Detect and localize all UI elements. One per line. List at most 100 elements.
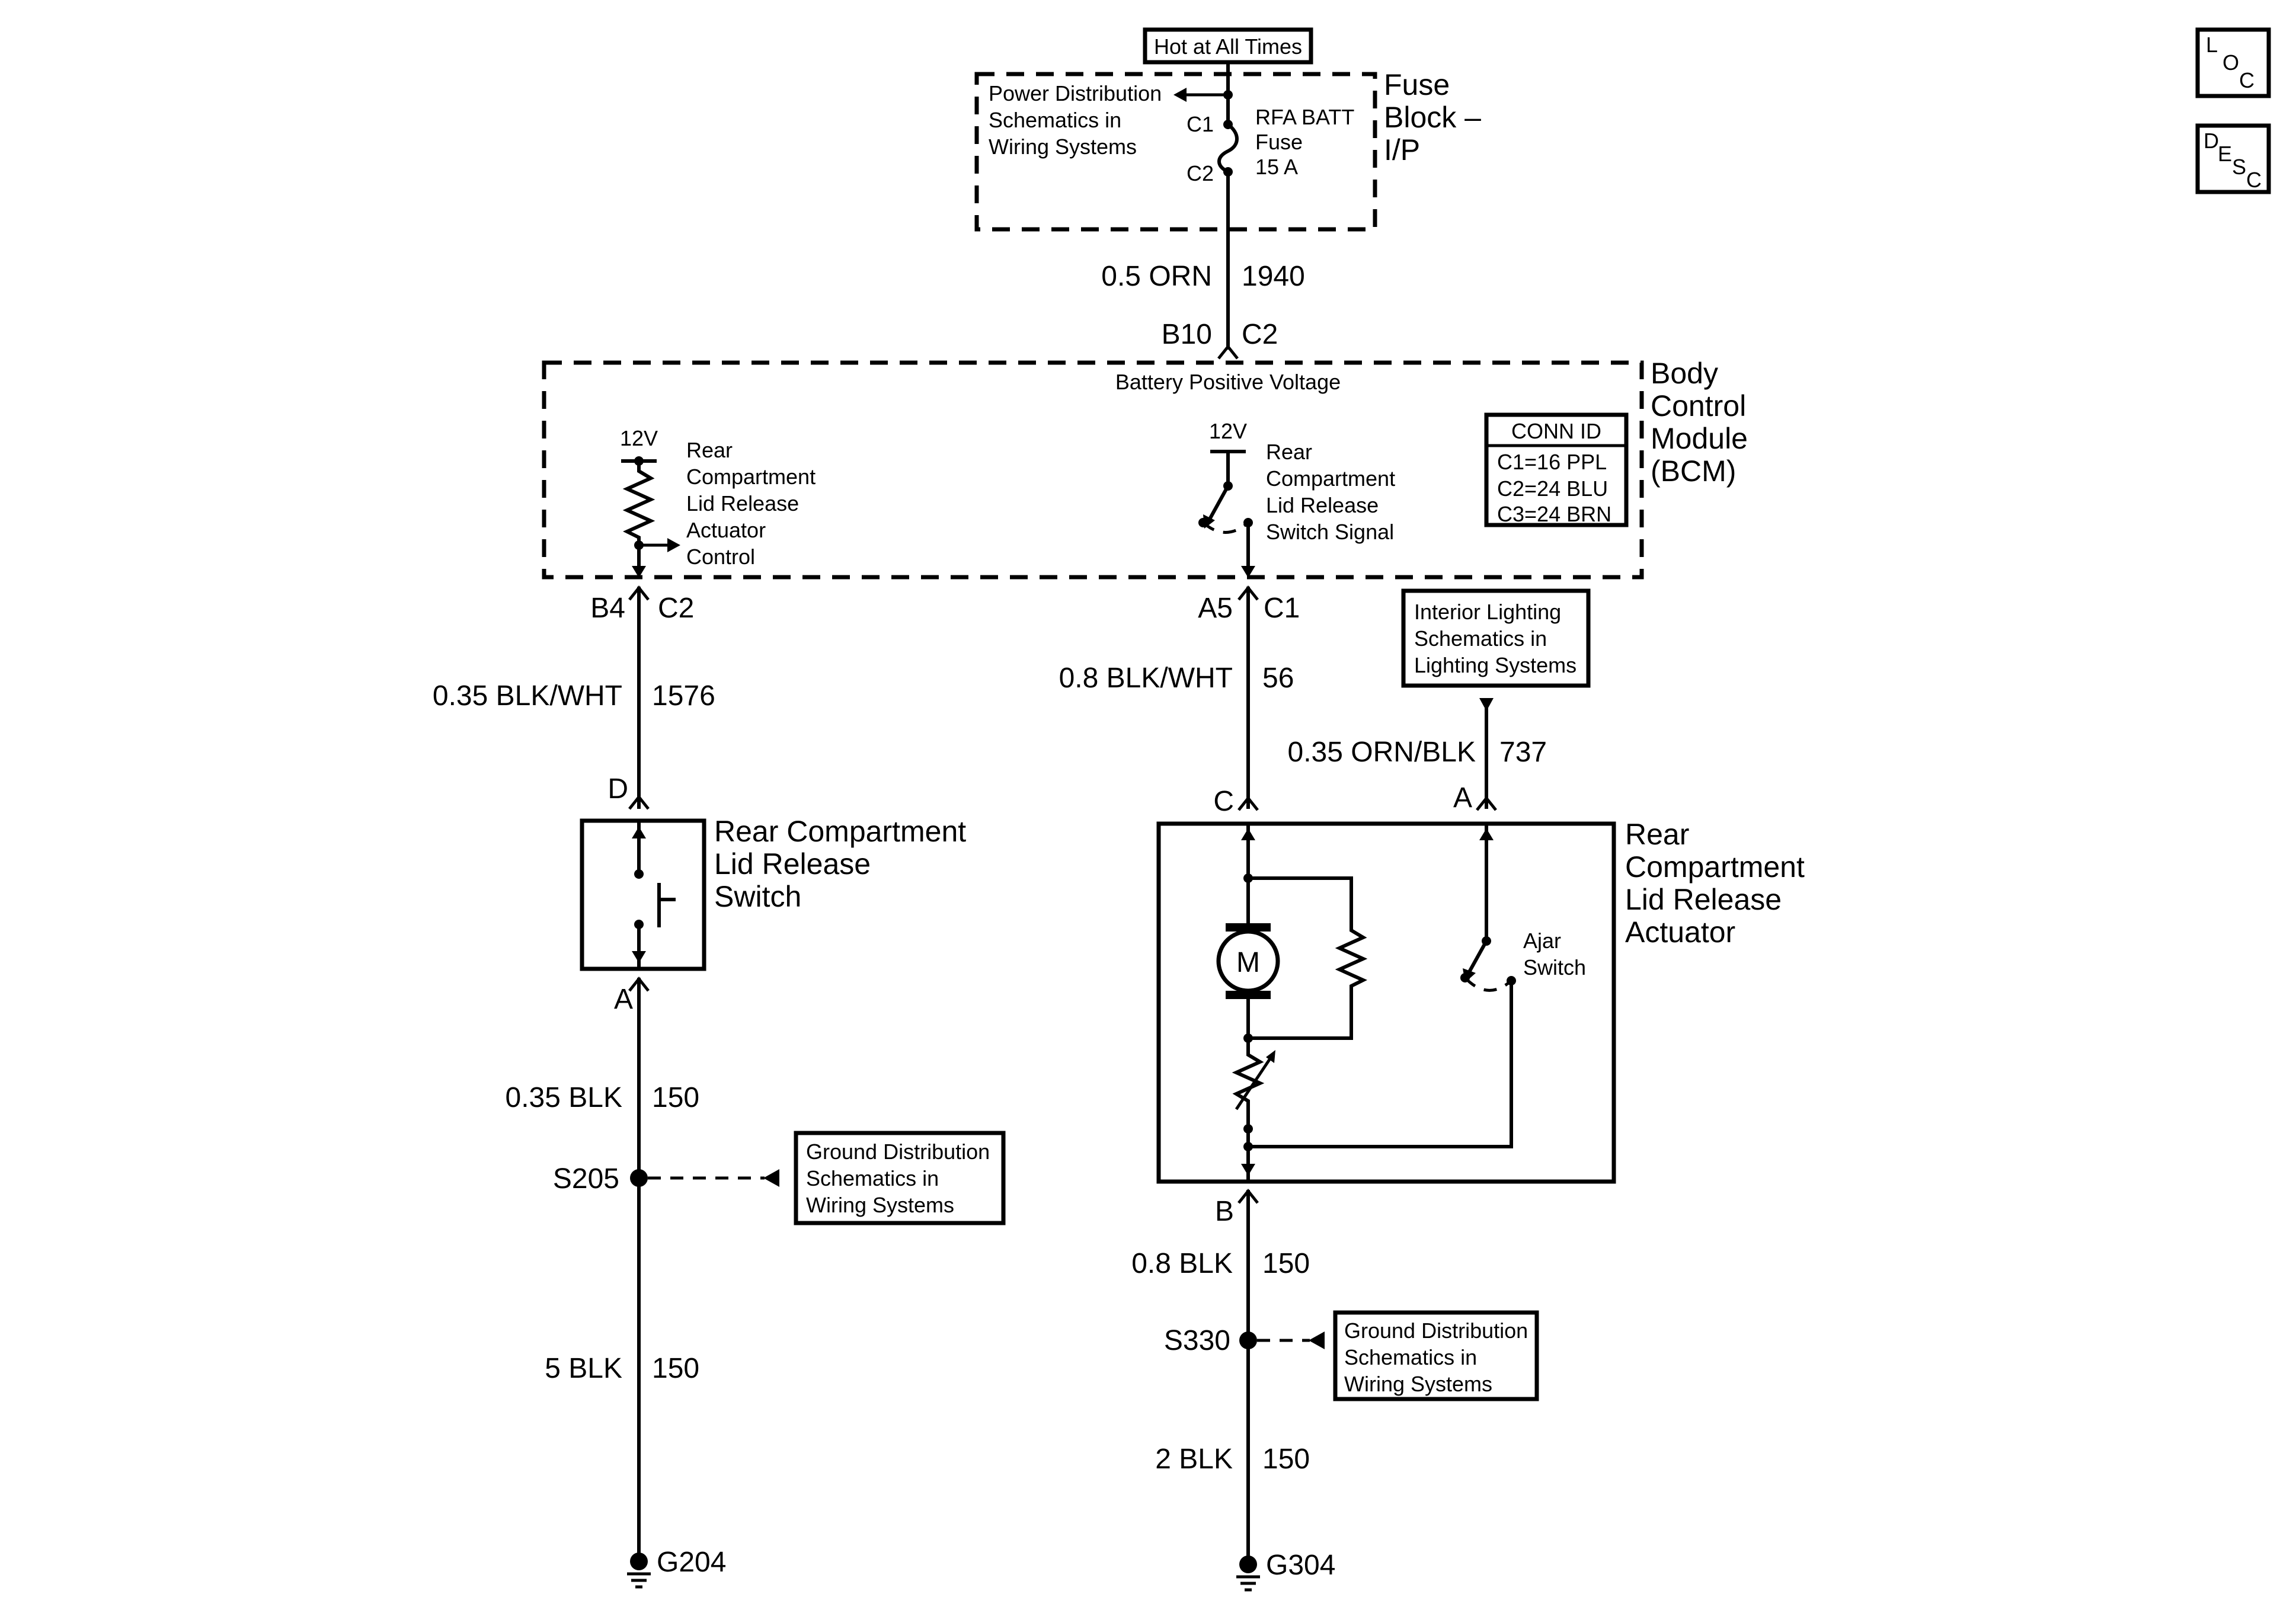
wire-1576-size: 0.35 BLK/WHT	[433, 680, 622, 712]
left-pin: B4	[590, 593, 625, 624]
wire-1576-circuit: 1576	[652, 680, 715, 712]
wire-150c-size: 0.8 BLK	[1131, 1248, 1233, 1279]
loc-button[interactable]: L O C	[2195, 27, 2271, 98]
conn-id-table: CONN ID C1=16 PPL C2=24 BLU C3=24 BRN	[1484, 412, 1629, 527]
ground-ref-left-line3[interactable]: Wiring Systems	[806, 1193, 954, 1217]
wire-150a-size: 0.35 BLK	[506, 1082, 622, 1113]
wire-56-circuit: 56	[1262, 662, 1294, 694]
fuse-name-line3: 15 A	[1255, 155, 1298, 179]
switch-title-line3: Switch	[714, 880, 801, 913]
switch-signal-line1: Rear	[1266, 440, 1312, 464]
connector-chevron-icon	[1217, 344, 1239, 360]
ajar-switch-line1: Ajar	[1523, 929, 1561, 953]
actuator-title-line3: Lid Release	[1625, 883, 1782, 916]
arrow-left-icon	[1173, 88, 1187, 102]
splice-left-label: S205	[553, 1163, 619, 1195]
wire-150a-circuit: 150	[652, 1082, 699, 1113]
arrow-left-icon	[763, 1169, 779, 1187]
actuator-pin-b: B	[1215, 1196, 1234, 1227]
interior-lighting-ref[interactable]: Interior Lighting Schematics in Lighting…	[1401, 588, 1591, 688]
left-conn: C2	[658, 593, 694, 624]
hot-at-all-times-box: Hot at All Times	[1143, 27, 1313, 65]
power-distribution-ref-line2[interactable]: Schematics in	[989, 108, 1121, 132]
ajar-switch-icon	[1467, 940, 1488, 974]
resistor-icon	[622, 461, 655, 545]
ground-ref-left-line2[interactable]: Schematics in	[806, 1166, 939, 1190]
interior-ref-line3[interactable]: Lighting Systems	[1414, 653, 1576, 677]
wire-150d-circuit: 150	[1262, 1443, 1310, 1475]
connector-chevron-icon	[1237, 795, 1259, 811]
desc-letter-d[interactable]: D	[2204, 129, 2219, 153]
rear-compartment-lid-release-switch: Rear Compartment Lid Release Switch	[580, 815, 966, 971]
ground-left-label: G204	[657, 1547, 726, 1578]
fuse-pin-c2: C2	[1187, 161, 1214, 185]
switch-signal-line3: Lid Release	[1266, 493, 1379, 517]
actuator-title-line1: Rear	[1625, 818, 1689, 851]
wire-150b-size: 5 BLK	[545, 1353, 622, 1384]
body-control-module: Body Control Module (BCM) Battery Positi…	[542, 357, 1748, 580]
switch-pin-d: D	[607, 773, 628, 805]
power-distribution-ref-line3[interactable]: Wiring Systems	[989, 135, 1137, 159]
desc-letter-c[interactable]: C	[2246, 168, 2262, 192]
desc-button[interactable]: D E S C	[2195, 123, 2271, 194]
ground-ref-right-line3[interactable]: Wiring Systems	[1344, 1372, 1492, 1396]
resistor-icon	[1248, 876, 1368, 1040]
wire-150c-circuit: 150	[1262, 1248, 1310, 1279]
interior-ref-line1[interactable]: Interior Lighting	[1414, 600, 1561, 624]
hot-at-all-times-label: Hot at All Times	[1154, 34, 1302, 59]
conn-id-row-2: C2=24 BLU	[1497, 476, 1608, 501]
conn-id-title: CONN ID	[1511, 419, 1601, 443]
switch-pin-a: A	[614, 984, 633, 1015]
mid-pin: A5	[1198, 593, 1233, 624]
switch-signal-line4: Switch Signal	[1266, 520, 1394, 544]
interior-ref-line2[interactable]: Schematics in	[1414, 626, 1547, 651]
fuse-name-line1: RFA BATT	[1255, 105, 1354, 129]
ground-distribution-ref-left[interactable]: Ground Distribution Schematics in Wiring…	[794, 1131, 1006, 1225]
loc-letter-c[interactable]: C	[2239, 68, 2255, 92]
fuse-pin-c1: C1	[1187, 112, 1214, 136]
conn-id-row-1: C1=16 PPL	[1497, 450, 1607, 474]
motor-label: M	[1236, 947, 1260, 978]
variable-resistor-icon	[1232, 1038, 1265, 1129]
actuator-title-line2: Compartment	[1625, 850, 1805, 884]
battery-positive-voltage-label: Battery Positive Voltage	[1115, 370, 1341, 394]
wire-737-circuit: 737	[1499, 737, 1547, 768]
mid-conn: C1	[1264, 593, 1300, 624]
actuator-pin-a: A	[1453, 782, 1472, 814]
connector-chevron-icon	[1476, 795, 1497, 811]
desc-letter-s[interactable]: S	[2232, 155, 2246, 179]
fuse-block-ip: Fuse Block – I/P Power Distribution Sche…	[974, 68, 1481, 232]
actuator-control-line2: Compartment	[686, 465, 816, 489]
bcm-title-line4: (BCM)	[1651, 454, 1736, 488]
ground-ref-left-line1[interactable]: Ground Distribution	[806, 1140, 990, 1164]
power-distribution-ref-line1[interactable]: Power Distribution	[989, 81, 1162, 105]
volt-12v-a: 12V	[620, 426, 658, 450]
loc-letter-l[interactable]: L	[2206, 33, 2218, 57]
fuse-icon	[1217, 123, 1239, 174]
wire-1940-circuit: 1940	[1242, 261, 1305, 292]
fuse-name-line2: Fuse	[1255, 130, 1303, 154]
actuator-pin-c: C	[1213, 786, 1234, 817]
wire-1940-size: 0.5 ORN	[1101, 261, 1212, 292]
wire-56-size: 0.8 BLK/WHT	[1059, 662, 1233, 694]
rear-compartment-lid-release-actuator: Rear Compartment Lid Release Actuator M	[1156, 818, 1805, 1184]
desc-letter-e[interactable]: E	[2218, 142, 2232, 166]
conn-id-row-3: C3=24 BRN	[1497, 502, 1611, 526]
loc-letter-o[interactable]: O	[2223, 50, 2239, 75]
volt-12v-b: 12V	[1209, 419, 1247, 443]
switch-blade-icon	[1207, 485, 1230, 521]
actuator-control-line5: Control	[686, 545, 755, 569]
ground-distribution-ref-right[interactable]: Ground Distribution Schematics in Wiring…	[1333, 1310, 1539, 1401]
splice-right-label: S330	[1164, 1325, 1230, 1356]
switch-title-line1: Rear Compartment	[714, 815, 966, 848]
wire-150d-size: 2 BLK	[1155, 1443, 1233, 1475]
ground-ref-right-line2[interactable]: Schematics in	[1344, 1345, 1477, 1369]
ground-ref-right-line1[interactable]: Ground Distribution	[1344, 1318, 1528, 1343]
splice-s330	[1239, 1331, 1257, 1349]
actuator-control-line1: Rear	[686, 438, 733, 462]
actuator-control-line3: Lid Release	[686, 491, 799, 516]
switch-title-line2: Lid Release	[714, 847, 871, 881]
bcm-in-pin: B10	[1162, 319, 1212, 350]
arrow-left-icon	[1309, 1331, 1325, 1349]
